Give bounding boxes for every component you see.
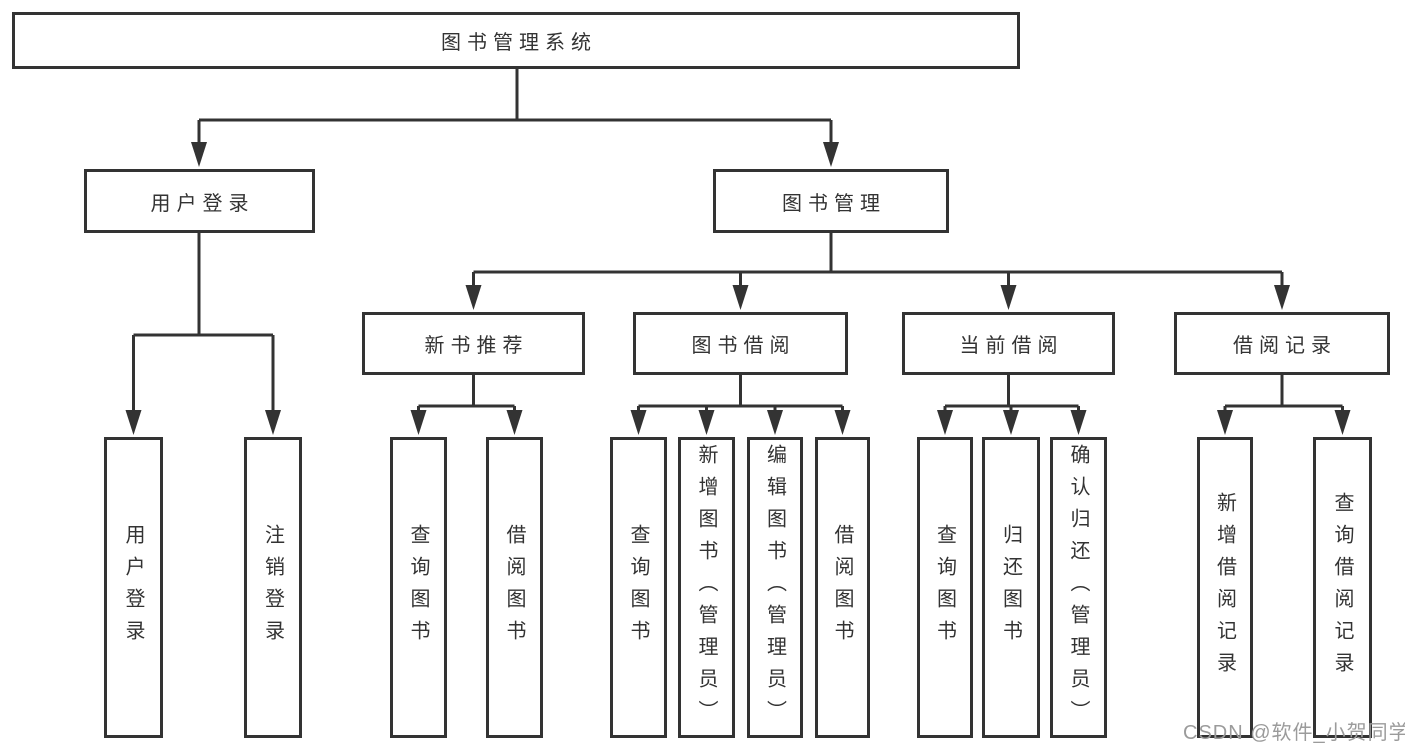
node-return-book: 归还图书 (982, 437, 1040, 738)
node-borrow-book-borrowing: 借阅图书 (815, 437, 870, 738)
node-add-borrow-record: 新增借阅记录 (1197, 437, 1253, 738)
node-current-borrowing: 当前借阅 (902, 312, 1115, 375)
csdn-watermark: CSDN @软件_小贺同学 (1183, 722, 1405, 744)
node-query-book-recommend: 查询图书 (390, 437, 447, 738)
node-user-login-module: 用户登录 (84, 169, 315, 233)
node-query-book-borrowing: 查询图书 (610, 437, 667, 738)
node-logout-action: 注销登录 (244, 437, 302, 738)
node-library-management-system: 图书管理系统 (12, 12, 1020, 69)
node-query-borrow-record: 查询借阅记录 (1313, 437, 1372, 738)
node-edit-book-admin: 编辑图书（管理员） (747, 437, 803, 738)
node-confirm-return-admin: 确认归还（管理员） (1050, 437, 1107, 738)
node-query-book-current: 查询图书 (917, 437, 973, 738)
node-new-book-recommend: 新书推荐 (362, 312, 585, 375)
node-book-management-module: 图书管理 (713, 169, 949, 233)
node-book-borrowing: 图书借阅 (633, 312, 848, 375)
node-user-login-action: 用户登录 (104, 437, 163, 738)
node-add-book-admin: 新增图书（管理员） (678, 437, 735, 738)
node-borrow-book-recommend: 借阅图书 (486, 437, 543, 738)
node-borrowing-records: 借阅记录 (1174, 312, 1390, 375)
